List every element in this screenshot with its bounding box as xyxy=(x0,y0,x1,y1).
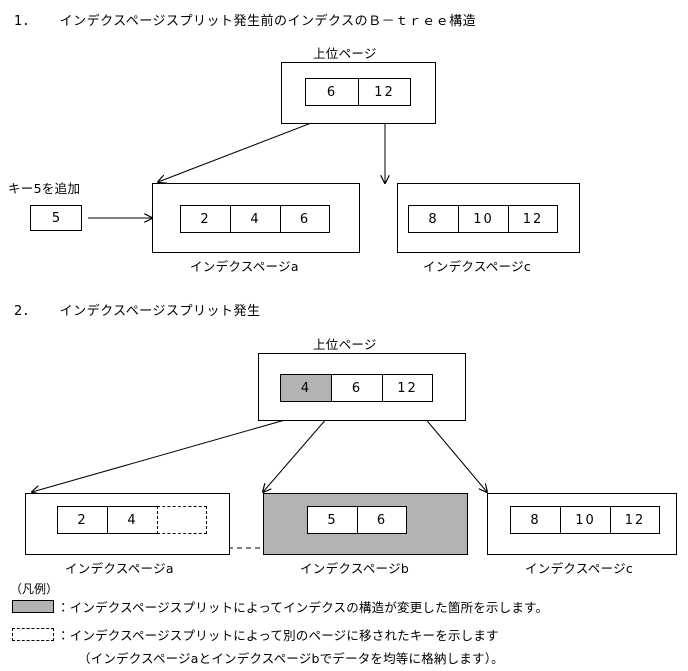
key-cell[interactable]: 2 xyxy=(57,506,107,534)
key-cell[interactable]: 2 xyxy=(180,205,230,233)
section-1-page-c-key-row: 8 10 12 xyxy=(408,205,558,233)
key-cell-highlighted[interactable]: 4 xyxy=(280,374,331,402)
legend-entry-2-text: インデクスページスプリットによって別のページに移されたキーを示します xyxy=(69,628,499,643)
section-1-number: 1． xyxy=(14,14,37,29)
legend-title: （凡例） xyxy=(10,582,59,596)
key-cell[interactable]: 12 xyxy=(508,205,558,233)
section-2-title: インデクスページスプリット発生 xyxy=(59,304,261,319)
key-cell[interactable]: 4 xyxy=(230,205,280,233)
arrow-root6-to-page-b xyxy=(263,409,335,492)
legend-separator: ： xyxy=(57,628,70,643)
legend-entry-1: ：インデクスページスプリットによってインデクスの構造が変更した箇所を示します。 xyxy=(57,597,548,616)
section-1-incoming-key-box[interactable]: 5 xyxy=(30,205,82,231)
section-2-number: 2． xyxy=(14,304,37,319)
section-2-page-a-label: インデクスページa xyxy=(65,561,174,576)
key-cell[interactable]: 4 xyxy=(107,506,157,534)
section-1-root-page-caption: 上位ページ xyxy=(313,46,377,61)
key-cell[interactable]: 10 xyxy=(458,205,508,233)
section-2-page-b-label: インデクスページb xyxy=(300,561,410,576)
section-2-root-key-row: 4 6 12 xyxy=(280,374,433,402)
section-1-root-key-row: 6 12 xyxy=(305,78,411,106)
key-cell[interactable]: 12 xyxy=(382,374,433,402)
legend-swatch-shaded xyxy=(12,600,54,613)
section-1-title: インデクスページスプリット発生前のインデクスのＢ－ｔｒｅｅ構造 xyxy=(59,14,477,29)
legend-entry-2: ：インデクスページスプリットによって別のページに移されたキーを示します xyxy=(57,625,499,644)
arrow-root4-to-page-a xyxy=(32,417,293,492)
section-2-root-page-caption: 上位ページ xyxy=(313,337,377,352)
key-cell[interactable]: 12 xyxy=(610,506,660,534)
section-1-page-a-key-row: 2 4 6 xyxy=(180,205,330,233)
legend-entry-1-text: インデクスページスプリットによってインデクスの構造が変更した箇所を示します。 xyxy=(69,600,549,615)
section-2-page-b-key-row: 5 6 xyxy=(307,506,407,534)
key-cell[interactable]: 8 xyxy=(510,506,560,534)
arrow-root12-to-page-c-2 xyxy=(417,409,487,492)
key-cell[interactable]: 6 xyxy=(280,205,330,233)
section-1-add-key-annotation: キー5を追加 xyxy=(8,181,81,196)
section-1-page-c-label: インデクスページc xyxy=(423,259,532,274)
legend-swatch-dashed xyxy=(12,628,54,641)
section-2-page-a-key-row: 2 4 xyxy=(57,506,207,534)
legend-entry-2-continuation: （インデクスページaとインデクスページbでデータを均等に格納します）。 xyxy=(78,651,504,666)
key-cell-vacated[interactable] xyxy=(157,506,207,534)
section-2-page-c-label: インデクスページc xyxy=(525,561,634,576)
legend-separator: ： xyxy=(57,600,70,615)
key-cell[interactable]: 6 xyxy=(305,78,358,106)
key-cell[interactable]: 6 xyxy=(357,506,407,534)
section-1-page-a-label: インデクスページa xyxy=(190,259,299,274)
key-cell[interactable]: 5 xyxy=(307,506,357,534)
section-1-heading: 1． インデクスページスプリット発生前のインデクスのＢ－ｔｒｅｅ構造 xyxy=(14,10,476,29)
key-cell[interactable]: 6 xyxy=(331,374,382,402)
section-2-heading: 2． インデクスページスプリット発生 xyxy=(14,300,261,319)
section-2-page-c-key-row: 8 10 12 xyxy=(510,506,660,534)
key-cell[interactable]: 12 xyxy=(358,78,411,106)
key-cell[interactable]: 8 xyxy=(408,205,458,233)
key-cell[interactable]: 10 xyxy=(560,506,610,534)
